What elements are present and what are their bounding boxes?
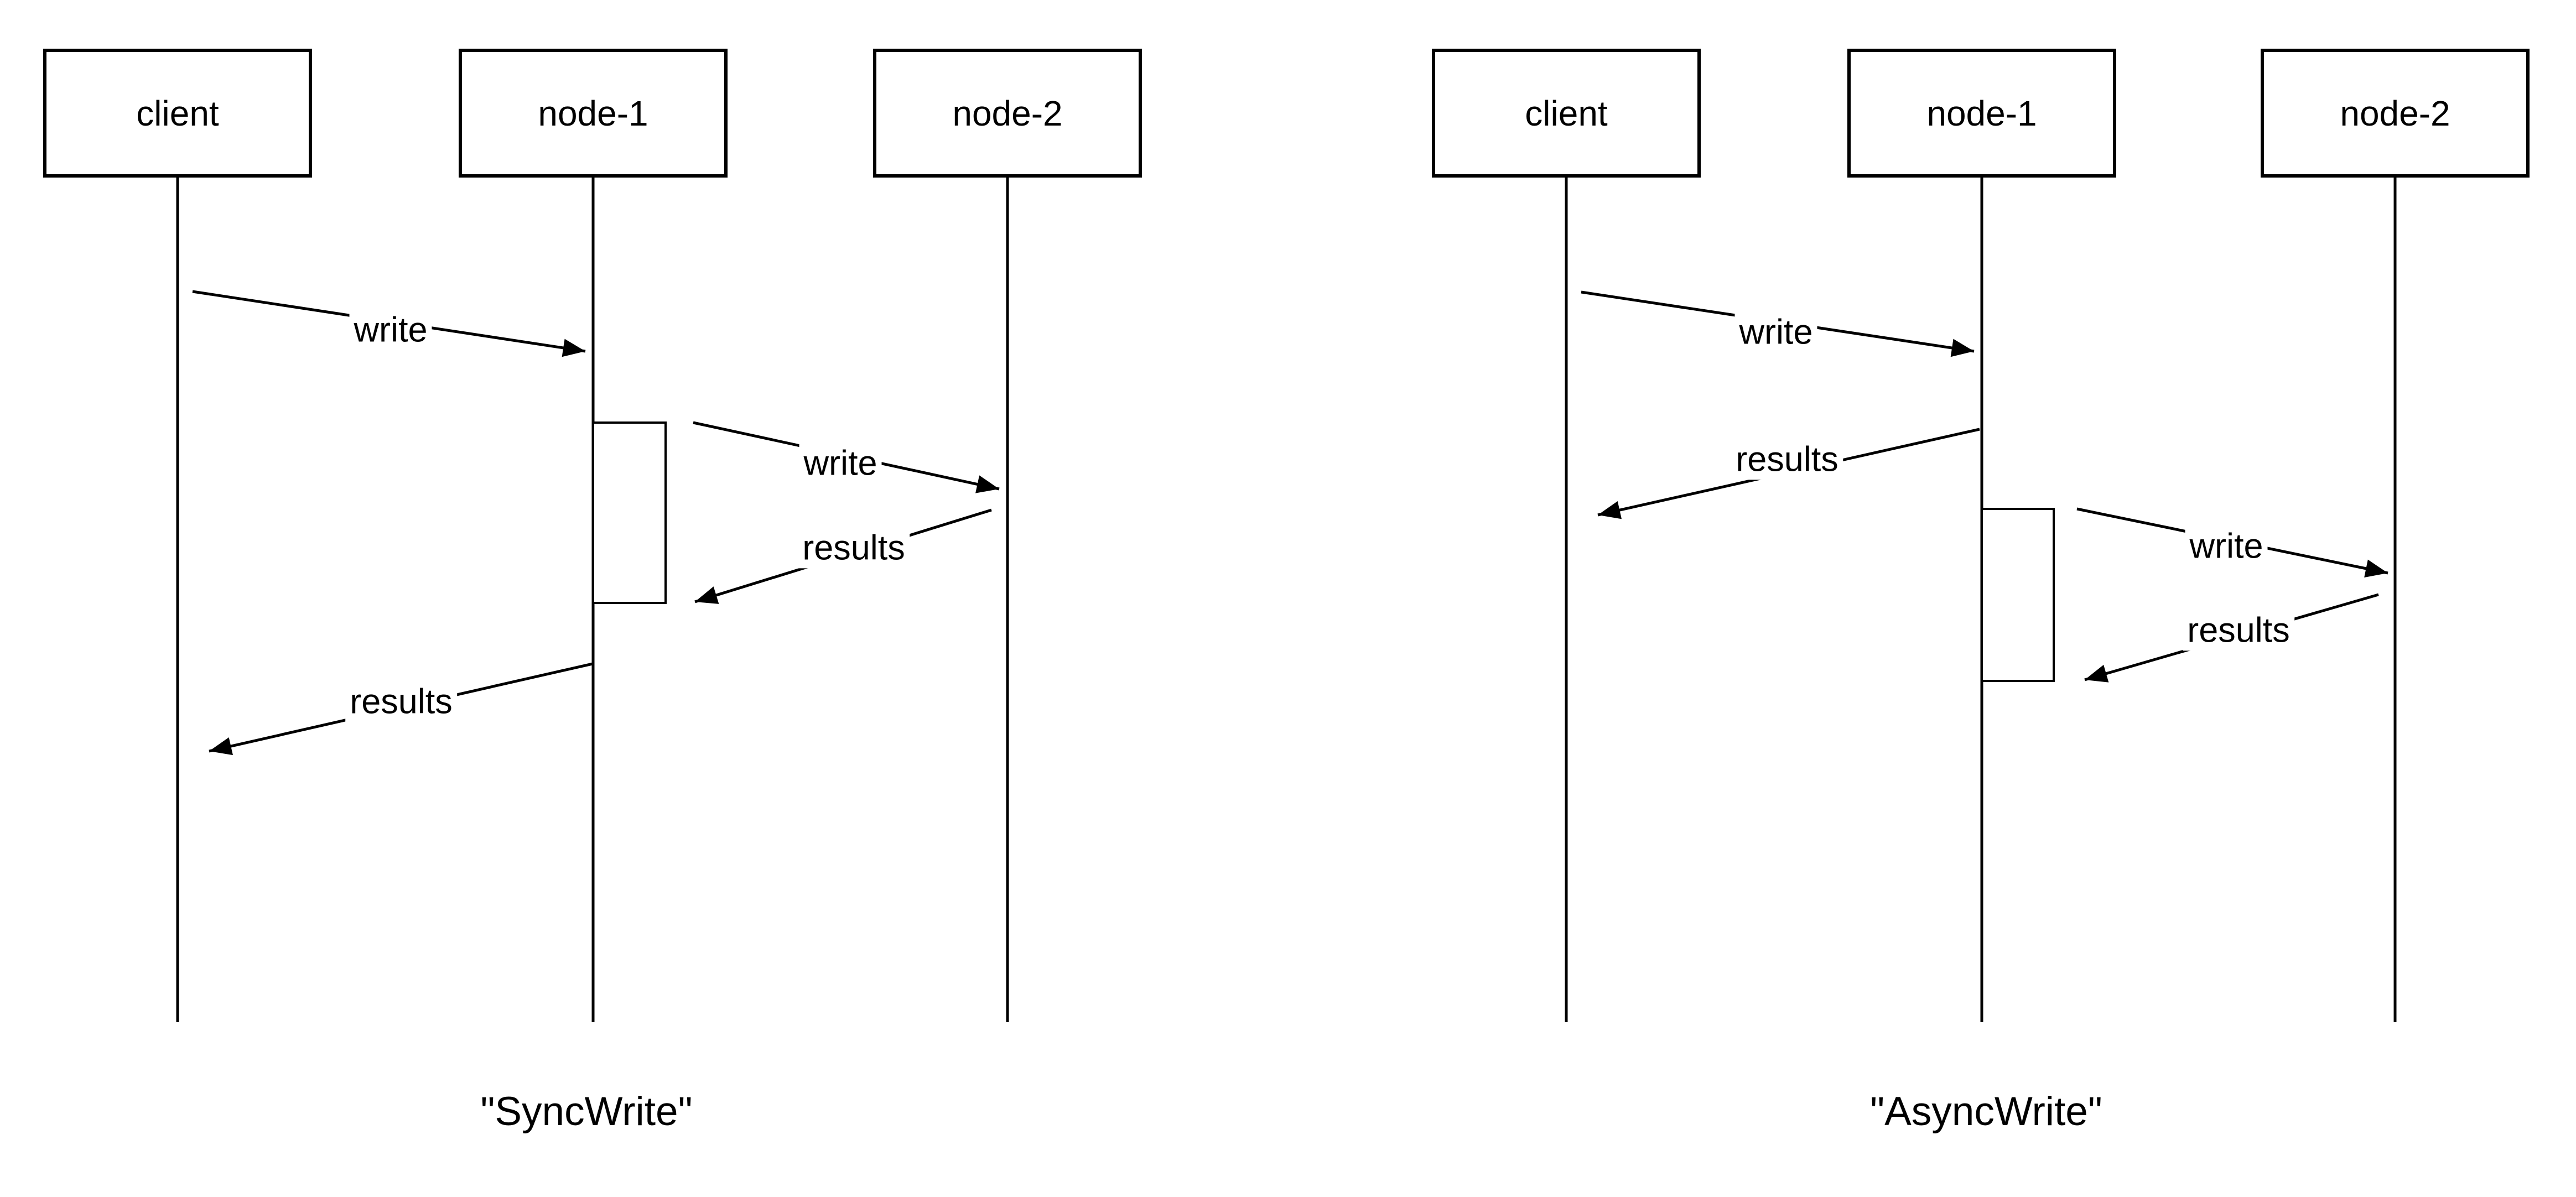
message-label-sync-results-1: results xyxy=(798,528,910,569)
actor-box-sync-client: client xyxy=(43,49,312,178)
message-label-async-results-1: results xyxy=(1731,439,1843,480)
message-label-async-results-2: results xyxy=(2183,610,2294,651)
actor-box-sync-node-1: node-1 xyxy=(459,49,728,178)
diagram-caption-syncwrite: "SyncWrite" xyxy=(480,1089,693,1134)
actor-box-async-node-1: node-1 xyxy=(1847,49,2116,178)
message-label-sync-write-1: write xyxy=(349,310,432,351)
diagram-caption-asyncwrite: "AsyncWrite" xyxy=(1870,1089,2102,1134)
message-label-sync-write-2: write xyxy=(799,443,882,484)
activation-bar-async-node-1 xyxy=(1981,508,2055,682)
activation-bar-sync-node-1 xyxy=(592,421,667,604)
message-label-async-write-1: write xyxy=(1734,312,1817,353)
message-label-async-write-2: write xyxy=(2185,526,2268,567)
message-label-sync-results-2: results xyxy=(345,681,457,722)
actor-box-async-client: client xyxy=(1432,49,1701,178)
actor-box-sync-node-2: node-2 xyxy=(873,49,1142,178)
actor-box-async-node-2: node-2 xyxy=(2261,49,2530,178)
